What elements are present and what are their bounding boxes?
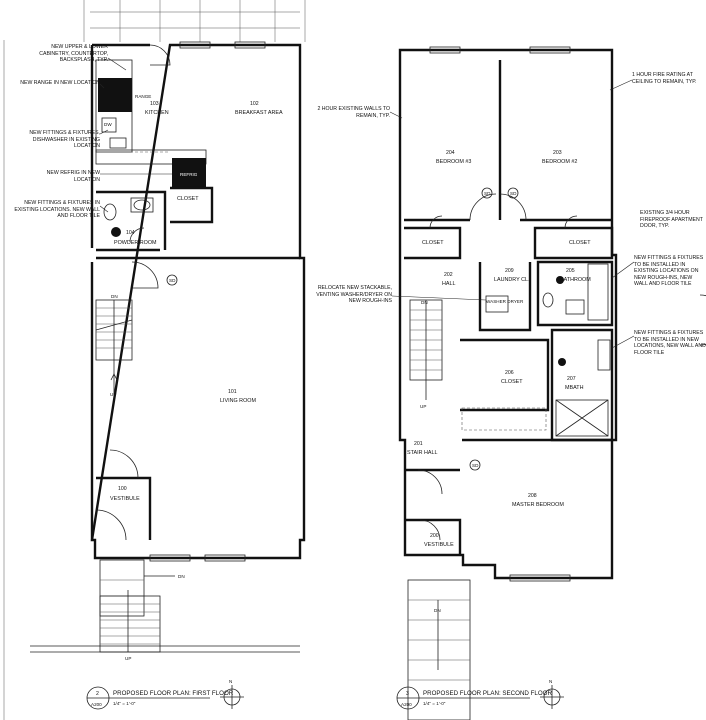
second-floor-title: PROPOSED FLOOR PLAN: SECOND FLOOR: [423, 690, 552, 697]
rear-yard-pavers: [83, 0, 306, 42]
room-200-name: VESTIBULE: [424, 542, 454, 548]
room-205-number: 205: [566, 268, 575, 274]
first-floor-scale: 1/4" = 1'-0": [113, 701, 136, 706]
first-floor-drawing-number: 2: [96, 691, 99, 697]
room-204-number: 204: [446, 150, 455, 156]
room-208-number: 208: [528, 493, 537, 499]
room-203-number: 203: [553, 150, 562, 156]
range-label: RANGE: [135, 94, 151, 99]
second-floor-exterior-walls: [398, 48, 618, 580]
refrigerator: [172, 158, 206, 188]
first-floor-stair: DN UP: [95, 294, 133, 397]
room-201-name: STAIR HALL: [407, 450, 437, 456]
room-102-number: 102: [250, 101, 259, 107]
note-cabinetry: NEW UPPER & LOWER CABINETRY, COUNTERTOP,…: [39, 44, 108, 64]
room-100-name: VESTIBULE: [110, 496, 140, 502]
second-floor-stair: DN UP: [409, 299, 443, 409]
note-range: NEW RANGE IN NEW LOCATION: [20, 80, 100, 86]
second-floor-north-label: N: [549, 679, 552, 684]
room-207-name: MBATH: [565, 385, 584, 391]
second-floor-title-block: 3 A200 PROPOSED FLOOR PLAN: SECOND FLOOR…: [396, 679, 564, 710]
up-second-stair: UP: [420, 404, 426, 409]
room-204-name: BEDROOM #3: [436, 159, 471, 165]
first-floor-title-block: 2 A200 PROPOSED FLOOR PLAN: FIRST FLOOR …: [86, 679, 244, 710]
note-mbath-fixtures: NEW FITTINGS & FIXTURES TO BE INSTALLED …: [634, 330, 706, 356]
first-floor-north-label: N: [229, 679, 232, 684]
first-floor-stoop: DN UP: [30, 559, 300, 661]
refrig-label: REFRIG: [180, 172, 198, 177]
closet-left-label: CLOSET: [422, 240, 444, 246]
room-102-name: BREAKFAST AREA: [235, 110, 283, 116]
room-104-name: POWDER ROOM: [114, 240, 157, 246]
dn-second-stair: DN: [421, 300, 428, 305]
sd-bedroom-2: SD: [510, 191, 517, 196]
room-202-number: 202: [444, 272, 453, 278]
dw-label: DW: [104, 122, 112, 127]
second-floor-plan: SD SD CLOSET CLOSET WASHER DRYER: [398, 46, 618, 720]
room-209-name: LAUNDRY CL.: [494, 277, 529, 283]
room-203-name: BEDROOM #2: [542, 159, 577, 165]
room-209-number: 209: [505, 268, 514, 274]
room-100-number: 100: [118, 486, 127, 492]
sd-master: SD: [472, 463, 479, 468]
room-103-number: 103: [150, 101, 159, 107]
dn-first-stoop: DN: [178, 574, 185, 579]
room-103-name: KITCHEN: [145, 110, 169, 116]
first-floor-sheet: A200: [91, 702, 102, 707]
note-dishwasher: NEW FITTINGS & FIXTURES, DISHWASHER IN E…: [29, 130, 100, 150]
note-fireproof-door: EXISTING 3/4 HOUR FIREPROOF APARTMENT DO…: [640, 210, 703, 230]
first-floor-notes: NEW UPPER & LOWER CABINETRY, COUNTERTOP,…: [3, 40, 172, 720]
room-206-number: 206: [505, 370, 514, 376]
up-first-stair: UP: [110, 392, 116, 397]
second-floor-notes: 2 HOUR EXISTING WALLS TO REMAIN, TYP. 1 …: [316, 72, 706, 356]
note-washer-dryer: RELOCATE NEW STACKABLE, VENTING WASHER/D…: [316, 285, 392, 305]
room-207-number: 207: [567, 376, 576, 382]
room-208-name: MASTER BEDROOM: [512, 502, 564, 508]
dn-second-stoop: DN: [434, 608, 441, 613]
washer-dryer-label: WASHER DRYER: [486, 299, 524, 304]
second-floor-scale: 1/4" = 1'-0": [423, 701, 446, 706]
room-104-number: 104: [126, 230, 135, 236]
up-first-stoop: UP: [125, 656, 131, 661]
second-floor-drawing-number: 3: [406, 691, 409, 697]
room-206-name: CLOSET: [501, 379, 523, 385]
room-201-number: 201: [414, 441, 423, 447]
range: [98, 78, 132, 112]
room-200-number: 200: [430, 533, 439, 539]
room-205-name: BATHROOM: [560, 277, 591, 283]
room-202-name: HALL: [442, 281, 456, 287]
note-1hr-ceiling: 1 HOUR FIRE RATING AT CEILING TO REMAIN,…: [632, 72, 697, 85]
second-floor-stoop: DN: [407, 579, 471, 720]
sd-bedroom-3: SD: [484, 191, 491, 196]
room-101-name: LIVING ROOM: [220, 398, 256, 404]
room-101-number: 101: [228, 389, 237, 395]
note-powder-room: NEW FITTINGS & FIXTURES IN EXISTING LOCA…: [14, 200, 100, 220]
closet-right-label: CLOSET: [569, 240, 591, 246]
note-bathroom-fixtures: NEW FITTINGS & FIXTURES TO BE INSTALLED …: [634, 255, 704, 288]
dn-first-stair: DN: [111, 294, 118, 299]
first-floor-plan: RANGE DW REFRIG CLOSET 104 POWDER ROOM S…: [30, 0, 306, 661]
note-refrig: NEW REFRIG IN NEW LOCATION: [46, 170, 100, 183]
sd-first-floor: SD: [169, 278, 176, 283]
second-floor-sheet: A200: [401, 702, 412, 707]
first-floor-exterior-walls: [90, 43, 306, 560]
closet-label: CLOSET: [177, 196, 199, 202]
first-floor-title: PROPOSED FLOOR PLAN: FIRST FLOOR: [113, 690, 234, 697]
note-2hr-walls: 2 HOUR EXISTING WALLS TO REMAIN, TYP.: [317, 106, 390, 119]
